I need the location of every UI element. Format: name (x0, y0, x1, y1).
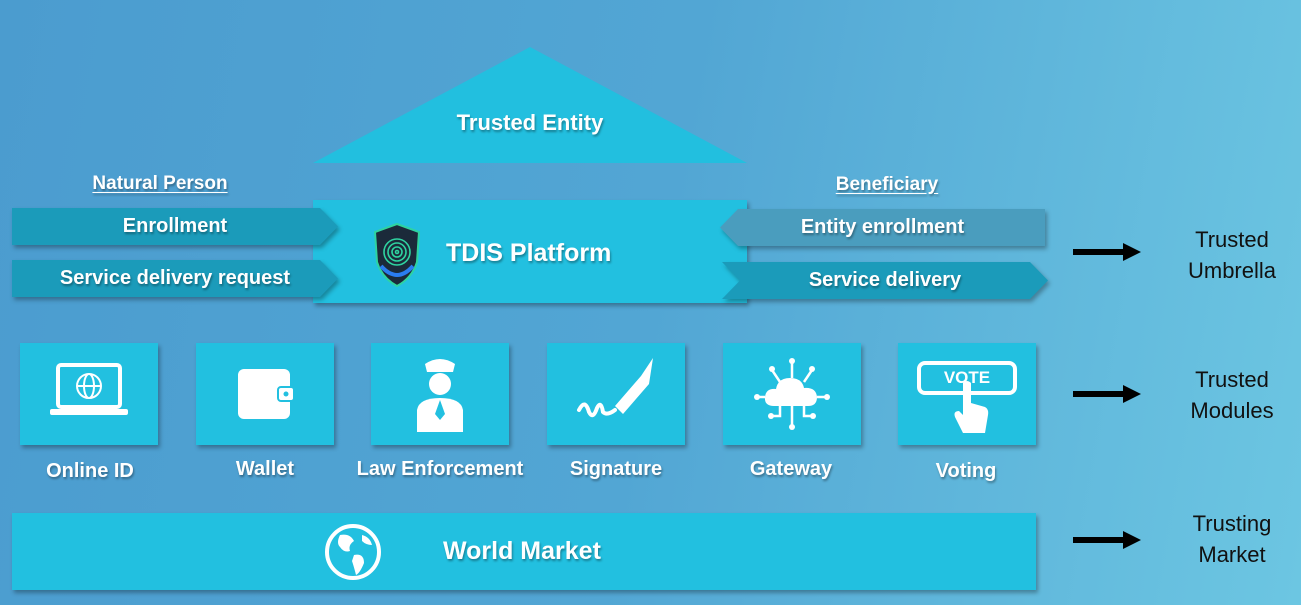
trusted-entity-roof (313, 47, 747, 163)
beneficiary-header: Beneficiary (835, 174, 939, 195)
world-market-label: World Market (443, 537, 601, 565)
module-label: Voting (935, 460, 997, 482)
shield-fingerprint-icon (372, 222, 422, 293)
module-label: Law Enforcement (356, 458, 524, 480)
cloud-network-icon (754, 358, 830, 430)
module-label: Online ID (46, 460, 134, 482)
police-officer-icon (417, 359, 463, 432)
module-online-id (20, 343, 158, 445)
globe-icon (325, 524, 381, 580)
arrow-right-icon (1073, 385, 1141, 403)
trusted-entity-label: Trusted Entity (456, 110, 604, 135)
laptop-globe-icon (50, 363, 128, 415)
module-gateway (723, 343, 861, 445)
entity-enrollment-label: Entity enrollment (800, 216, 965, 238)
vote-button-icon: VOTE (917, 361, 1017, 441)
module-label: Signature (569, 458, 663, 480)
module-law-enforcement (371, 343, 509, 445)
service-delivery-arrow: Service delivery (722, 262, 1048, 299)
module-wallet (196, 343, 334, 445)
arrow-right-icon (1073, 531, 1141, 549)
service-delivery-label: Service delivery (808, 269, 962, 291)
module-signature (547, 343, 685, 445)
module-label: Gateway (749, 458, 833, 480)
entity-enrollment-arrow: Entity enrollment (720, 209, 1045, 246)
natural-person-header: Natural Person (92, 173, 228, 194)
enrollment-arrow: Enrollment (12, 208, 338, 245)
arrow-right-icon (1073, 243, 1141, 261)
module-voting: VOTE (898, 343, 1036, 445)
world-market-panel (12, 513, 1036, 590)
enrollment-label: Enrollment (122, 215, 228, 237)
service-delivery-request-arrow: Service delivery request (12, 260, 338, 297)
module-label: Wallet (235, 458, 295, 480)
wallet-icon (238, 369, 295, 419)
service-delivery-request-label: Service delivery request (59, 267, 291, 289)
tdis-platform-label: TDIS Platform (446, 239, 612, 267)
pen-signature-icon (577, 358, 653, 418)
